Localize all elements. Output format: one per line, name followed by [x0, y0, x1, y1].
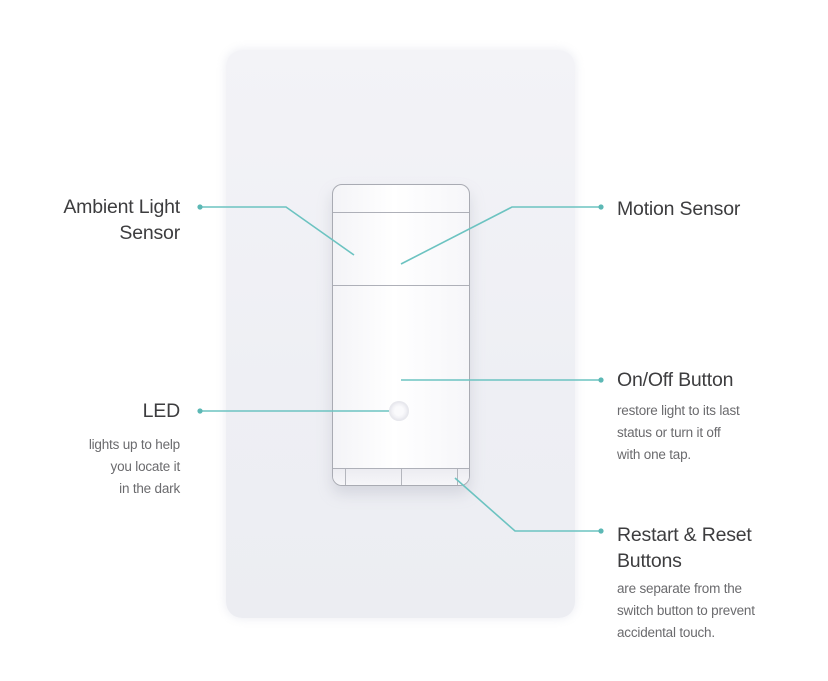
reset-button[interactable] [401, 469, 458, 485]
callout-title-line: Sensor [119, 222, 180, 244]
callout-description-line: you locate it [110, 459, 181, 474]
callout-ambient-light-sensor: Ambient Light Sensor [63, 194, 180, 246]
motion-sensor-leader-line [400, 206, 601, 265]
restart-button[interactable] [345, 469, 402, 485]
callout-on-off-description: restore light to its last status or turn… [617, 400, 740, 466]
switch-body [332, 184, 470, 486]
callout-title-line: Motion Sensor [617, 198, 741, 220]
callout-description-line: accidental touch. [617, 625, 715, 640]
callout-restart-reset-title: Restart & Reset Buttons [617, 522, 752, 574]
bottom-button-strip [333, 468, 469, 485]
callout-title-line: Restart & Reset [617, 524, 752, 546]
on-off-dot-icon [598, 377, 604, 383]
restart-reset-leader-line [454, 477, 601, 532]
callout-restart-reset-description: are separate from the switch button to p… [617, 578, 755, 644]
sensor-band-bottom-divider [333, 285, 469, 286]
callout-description-line: in the dark [119, 481, 180, 496]
callout-title-line: Buttons [617, 550, 682, 572]
ambient-light-leader-line [200, 206, 355, 256]
callout-description-line: status or turn it off [617, 425, 721, 440]
callout-title-line: LED [142, 400, 181, 422]
motion-sensor-dot-icon [598, 204, 604, 210]
callout-motion-sensor: Motion Sensor [617, 196, 740, 222]
callout-description-line: lights up to help [88, 437, 180, 452]
callout-description-line: are separate from the [617, 581, 742, 596]
callout-description-line: with one tap. [617, 447, 691, 462]
restart-reset-dot-icon [598, 528, 604, 534]
callout-title-line: Ambient Light [63, 196, 180, 218]
ambient-light-dot-icon [197, 204, 203, 210]
callout-on-off-title: On/Off Button [617, 367, 733, 393]
led-dot-icon [197, 408, 203, 414]
led-indicator-icon [389, 401, 409, 421]
callout-description-line: switch button to prevent [617, 603, 755, 618]
callout-led-title: LED [142, 398, 181, 424]
callout-description-line: restore light to its last [617, 403, 740, 418]
callout-title-line: On/Off Button [617, 369, 734, 391]
callout-led-description: lights up to help you locate it in the d… [89, 434, 180, 500]
sensor-band-top-divider [333, 212, 469, 213]
